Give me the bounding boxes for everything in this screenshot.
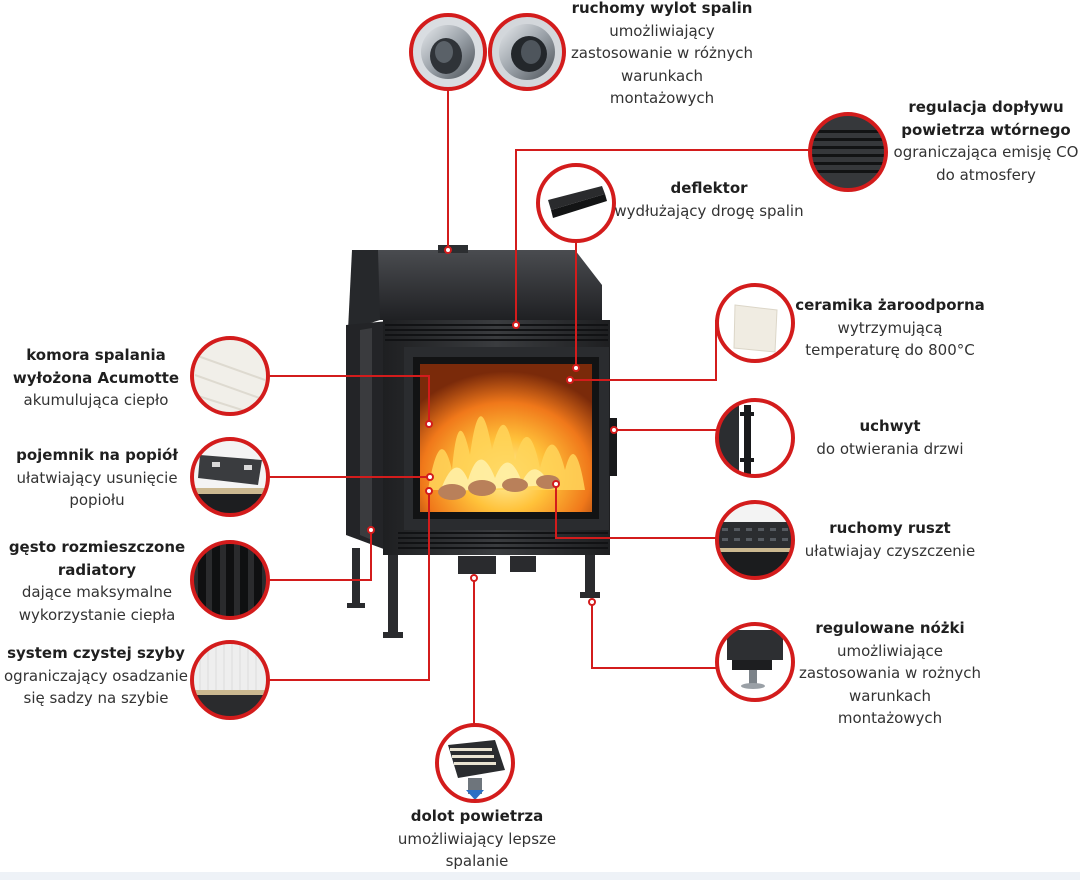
label-ruchomy-wylot: ruchomy wylot spalin umożliwiający zasto…: [571, 0, 753, 110]
label-title: ceramika żaroodporna: [795, 296, 985, 314]
label-desc: warunkach: [848, 686, 931, 705]
label-desc: montażowych: [837, 709, 943, 727]
grate-icon: [715, 500, 795, 580]
label-system-szyby: system czystej szyby ograniczający osadz…: [4, 642, 188, 710]
label-title: radiatory: [57, 560, 137, 579]
label-uchwyt: uchwyt do otwierania drzwi: [816, 415, 963, 460]
label-title: system czystej szyby: [7, 644, 185, 662]
label-desc: wytrzymującą: [837, 318, 943, 337]
label-desc: do atmosfery: [936, 165, 1036, 184]
label-regulacja-doplywu: regulacja dopływu powietrza wtórnego ogr…: [894, 96, 1079, 186]
label-desc: ograniczająca emisję CO: [893, 143, 1079, 161]
label-desc: warunkach: [620, 66, 703, 85]
label-desc: wykorzystanie ciepła: [18, 605, 176, 624]
label-komora-spalania: komora spalania wyłożona Acumotte akumul…: [13, 344, 179, 412]
deflector-icon: [536, 163, 616, 243]
label-desc: zastosowania w rożnych: [798, 664, 982, 682]
door-handle-icon: [715, 398, 795, 478]
label-desc: montażowych: [609, 89, 715, 107]
label-title: regulacja dopływu: [908, 98, 1064, 116]
ceramic-plate-icon: [715, 283, 795, 363]
label-desc: zastosowanie w różnych: [570, 44, 754, 62]
label-desc: umożliwiające: [837, 641, 943, 660]
clean-glass-icon: [190, 640, 270, 720]
label-desc: się sadzy na szybie: [23, 689, 169, 707]
label-title: ruchomy wylot spalin: [571, 0, 753, 17]
label-title: uchwyt: [859, 417, 921, 435]
adjustable-foot-icon: [715, 622, 795, 702]
label-title: dolot powietrza: [410, 807, 544, 825]
label-title: pojemnik na popiół: [16, 446, 178, 464]
connector-dots: [367, 246, 618, 606]
bottom-strip: [0, 872, 1080, 880]
label-title: powietrza wtórnego: [901, 120, 1071, 139]
radiator-fins-icon: [190, 540, 270, 620]
label-radiatory: gęsto rozmieszczone radiatory dające mak…: [9, 536, 185, 626]
label-desc: ograniczający osadzanie: [4, 666, 188, 685]
air-vent-icon: [808, 112, 888, 192]
acumotte-lining-icon: [190, 336, 270, 416]
label-title: wyłożona Acumotte: [12, 368, 180, 387]
label-desc: do otwierania drzwi: [816, 439, 964, 458]
label-desc: spalanie: [445, 852, 509, 870]
label-title: deflektor: [670, 179, 748, 197]
label-desc: dające maksymalne: [21, 583, 173, 601]
label-title: ruchomy ruszt: [829, 519, 951, 537]
label-ruchomy-ruszt: ruchomy ruszt ułatwiajay czyszczenie: [805, 517, 975, 562]
label-dolot-powietrza: dolot powietrza umożliwiający lepsze spa…: [398, 805, 556, 873]
label-desc: ułatwiający usunięcie: [16, 468, 178, 487]
label-ceramika: ceramika żaroodporna wytrzymującą temper…: [795, 294, 985, 362]
label-desc: temperaturę do 800°C: [805, 341, 975, 359]
label-title: gęsto rozmieszczone: [8, 538, 186, 556]
flue-outlet-icon: [409, 13, 566, 91]
label-regulowane-nozki: regulowane nóżki umożliwiające zastosowa…: [799, 617, 981, 730]
label-title: komora spalania: [26, 346, 166, 364]
ash-pan-icon: [190, 437, 270, 517]
label-pojemnik: pojemnik na popiół ułatwiający usunięcie…: [16, 444, 178, 512]
fireplace-insert: [346, 245, 617, 638]
label-desc: umożliwiający lepsze: [397, 829, 557, 848]
label-desc: umożliwiający: [609, 21, 715, 40]
label-title: regulowane nóżki: [815, 619, 965, 637]
label-deflektor: deflektor wydłużający drogę spalin: [614, 177, 803, 222]
air-intake-icon: [435, 723, 515, 803]
connector-lines: [268, 90, 810, 725]
label-desc: ułatwiajay czyszczenie: [804, 541, 976, 560]
label-desc: akumulująca ciepło: [23, 391, 169, 409]
label-desc: wydłużający drogę spalin: [614, 201, 804, 220]
label-desc: popiołu: [69, 491, 125, 509]
